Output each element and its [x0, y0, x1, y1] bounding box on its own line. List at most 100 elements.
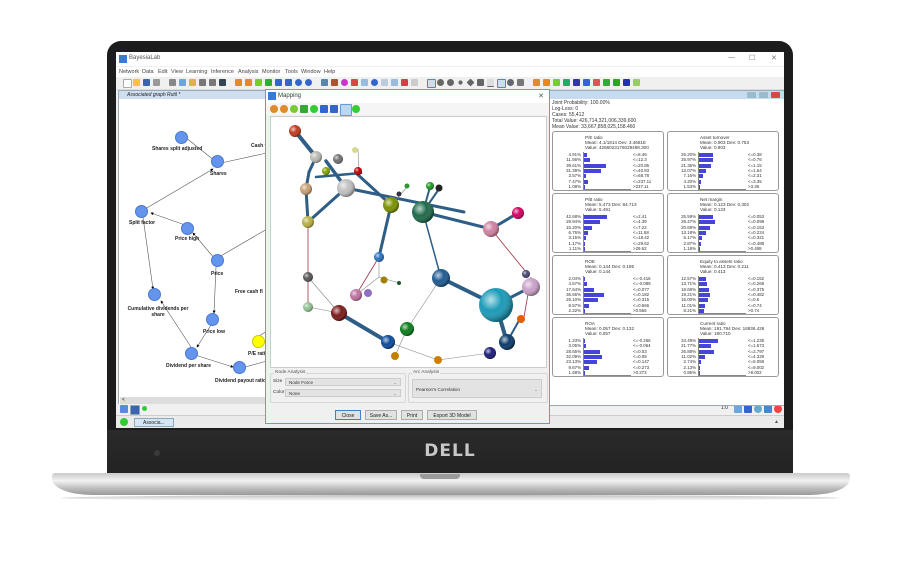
orientation-icon[interactable]: [593, 79, 600, 86]
small-node-icon[interactable]: [458, 80, 463, 85]
save-as-button[interactable]: Save As...: [365, 410, 397, 420]
export-3d-model-button[interactable]: Export 3D Model: [427, 410, 477, 420]
panel-restore-button[interactable]: [759, 92, 768, 98]
open-folder-icon[interactable]: [133, 79, 140, 86]
menu-edit[interactable]: Edit: [158, 69, 168, 75]
graph-node-selected[interactable]: [252, 335, 265, 348]
remove-icon[interactable]: [401, 79, 408, 86]
zoom-fit-2-icon[interactable]: [553, 79, 560, 86]
redo-icon[interactable]: [209, 79, 216, 86]
fit-icon[interactable]: [734, 405, 742, 413]
zoom-in-2-icon[interactable]: [533, 79, 540, 86]
rotate-3d-icon[interactable]: [340, 104, 352, 116]
zoom-fit-icon[interactable]: [290, 105, 298, 113]
layout-align-icon[interactable]: [285, 79, 292, 86]
validate-icon[interactable]: [613, 79, 620, 86]
horizontal-scrollbar[interactable]: <: [120, 397, 266, 404]
move-icon[interactable]: [310, 105, 318, 113]
pointer-arrow-icon[interactable]: [351, 79, 358, 86]
menu-monitor[interactable]: Monitor: [262, 69, 281, 75]
zoom-fit-icon[interactable]: [255, 79, 262, 86]
corner-icon[interactable]: [623, 79, 630, 86]
square-node-icon[interactable]: [477, 79, 484, 86]
select-tool-icon[interactable]: [427, 79, 436, 88]
menu-inference[interactable]: Inference: [211, 69, 234, 75]
layout-grid-icon[interactable]: [265, 79, 272, 86]
zoom-in-icon[interactable]: [235, 79, 242, 86]
menu-view[interactable]: View: [171, 69, 183, 75]
arc-select-icon[interactable]: [573, 79, 580, 86]
bar-chart-icon[interactable]: [744, 405, 752, 413]
taskbar-graph-button[interactable]: Associa...: [134, 418, 174, 427]
filled-node-icon[interactable]: [507, 79, 514, 86]
arc-analysis-select[interactable]: Pearson's Correlation ⌄: [412, 379, 542, 398]
arc-direction-icon[interactable]: [563, 79, 570, 86]
zoom-out-icon[interactable]: [245, 79, 252, 86]
save-icon[interactable]: [143, 79, 150, 86]
paste-icon[interactable]: [189, 79, 196, 86]
list-icon[interactable]: [633, 79, 640, 86]
rotate-reverse-icon[interactable]: [305, 79, 312, 86]
graph-node[interactable]: [211, 254, 224, 267]
menu-tools[interactable]: Tools: [285, 69, 298, 75]
arc-mode-icon[interactable]: [120, 405, 128, 413]
arc-tool-icon[interactable]: [487, 79, 494, 87]
mapping-close-icon[interactable]: ✕: [538, 93, 544, 100]
panel-close-button[interactable]: [771, 92, 780, 98]
stop-icon[interactable]: [774, 405, 782, 413]
close-dialog-button[interactable]: Close: [335, 410, 361, 420]
graph-node[interactable]: [211, 155, 224, 168]
network-icon[interactable]: [321, 79, 328, 86]
resize-icon[interactable]: [391, 79, 398, 86]
note-tool-icon[interactable]: [497, 79, 506, 88]
panel-minimize-button[interactable]: [747, 92, 756, 98]
3d-mapping-canvas[interactable]: [270, 116, 547, 368]
power-icon[interactable]: [120, 418, 128, 426]
distribute-v-icon[interactable]: [330, 105, 338, 113]
node-color-icon[interactable]: [341, 79, 348, 86]
database-icon[interactable]: [764, 405, 772, 413]
menu-window[interactable]: Window: [301, 69, 321, 75]
find-icon[interactable]: [219, 79, 226, 86]
print-icon[interactable]: [153, 79, 160, 86]
node-tool-2-icon[interactable]: [447, 79, 454, 86]
menu-help[interactable]: Help: [324, 69, 336, 75]
target-icon[interactable]: [754, 405, 762, 413]
rotate-icon[interactable]: [295, 79, 302, 86]
taskbar-scroll-up-icon[interactable]: ▲: [774, 419, 779, 425]
delete-icon[interactable]: [517, 79, 524, 86]
arrow-up-left-icon[interactable]: [411, 79, 418, 86]
maximize-button[interactable]: ☐: [749, 55, 756, 62]
color-select[interactable]: None ⌄: [285, 389, 401, 397]
print-button[interactable]: Print: [401, 410, 423, 420]
pan-icon[interactable]: [352, 105, 360, 113]
size-select[interactable]: Node Force ⌄: [285, 378, 401, 386]
graph-node[interactable]: [185, 347, 198, 360]
diamond-node-icon[interactable]: [466, 78, 475, 87]
zoom-out-icon[interactable]: [280, 105, 288, 113]
graph-node[interactable]: [233, 361, 246, 374]
graph-node[interactable]: [206, 313, 219, 326]
new-file-icon[interactable]: [123, 79, 132, 88]
graph-node[interactable]: [181, 222, 194, 235]
grid-layout-icon[interactable]: [300, 105, 308, 113]
cut-icon[interactable]: [169, 79, 176, 86]
node-tool-icon[interactable]: [437, 79, 444, 86]
graph-node[interactable]: [148, 288, 161, 301]
monitor-icon[interactable]: [361, 79, 368, 86]
info-icon[interactable]: [371, 79, 378, 86]
graph-node[interactable]: [135, 205, 148, 218]
monitor-mode-icon[interactable]: [130, 405, 140, 415]
copy-icon[interactable]: [179, 79, 186, 86]
zoom-out-2-icon[interactable]: [543, 79, 550, 86]
add-arc-icon[interactable]: [603, 79, 610, 86]
close-button[interactable]: ✕: [771, 55, 777, 62]
